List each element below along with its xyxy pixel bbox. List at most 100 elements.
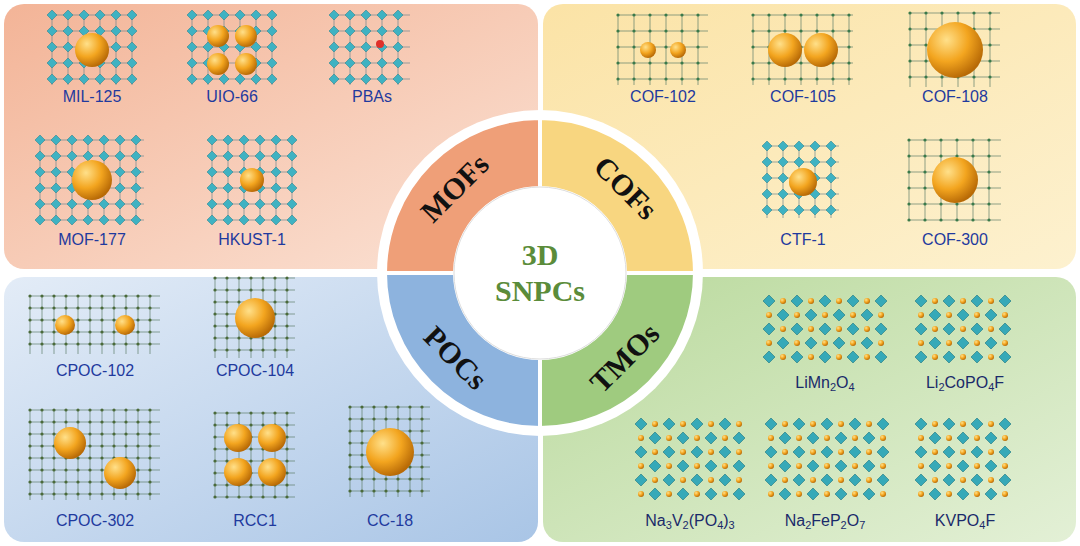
atom bbox=[838, 421, 844, 427]
metal-node bbox=[131, 199, 141, 209]
polyhedron bbox=[999, 351, 1011, 363]
metal-node bbox=[51, 199, 61, 209]
linker-atom bbox=[213, 348, 216, 351]
linker-atom bbox=[213, 447, 216, 450]
polyhedron bbox=[635, 446, 647, 458]
metal-node bbox=[63, 26, 73, 36]
framework-bond bbox=[30, 320, 160, 321]
linker-atom bbox=[148, 492, 151, 495]
metal-node bbox=[127, 26, 137, 36]
linker-atom bbox=[249, 495, 252, 498]
linker-atom bbox=[988, 11, 991, 14]
atom bbox=[960, 298, 966, 304]
atom bbox=[838, 449, 844, 455]
metal-node bbox=[219, 10, 229, 20]
polyhedron bbox=[805, 337, 817, 349]
linker-atom bbox=[76, 408, 79, 411]
linker-atom bbox=[213, 288, 216, 291]
linker-atom bbox=[28, 306, 31, 309]
linker-atom bbox=[972, 11, 975, 14]
metal-node bbox=[267, 58, 277, 68]
framework-bond bbox=[909, 140, 910, 220]
metal-node bbox=[239, 199, 249, 209]
metal-node bbox=[47, 10, 57, 20]
linker-atom bbox=[112, 294, 115, 297]
linker-atom bbox=[225, 495, 228, 498]
framework-bond bbox=[989, 140, 990, 220]
atom bbox=[836, 298, 842, 304]
linker-atom bbox=[136, 318, 139, 321]
linker-atom bbox=[971, 154, 974, 157]
linker-atom bbox=[696, 13, 699, 16]
polyhedron bbox=[765, 418, 777, 430]
pore-sphere bbox=[115, 315, 135, 335]
linker-atom bbox=[988, 75, 991, 78]
metal-node bbox=[794, 205, 804, 215]
atom bbox=[708, 421, 714, 427]
linker-atom bbox=[408, 429, 411, 432]
linker-atom bbox=[76, 342, 79, 345]
polyhedron bbox=[763, 351, 775, 363]
linker-atom bbox=[923, 138, 926, 141]
linker-atom bbox=[40, 408, 43, 411]
linker-atom bbox=[261, 483, 264, 486]
linker-atom bbox=[52, 480, 55, 483]
linker-atom bbox=[100, 432, 103, 435]
metal-node bbox=[99, 215, 109, 225]
linker-atom bbox=[632, 29, 635, 32]
linker-atom bbox=[76, 294, 79, 297]
polyhedron bbox=[649, 460, 661, 472]
linker-atom bbox=[348, 417, 351, 420]
linker-atom bbox=[847, 29, 850, 32]
polyhedron bbox=[957, 460, 969, 472]
metal-node bbox=[778, 189, 788, 199]
metal-node bbox=[131, 151, 141, 161]
polyhedron bbox=[915, 446, 927, 458]
metal-node bbox=[95, 74, 105, 84]
linker-atom bbox=[939, 218, 942, 221]
framework-bond bbox=[30, 344, 160, 345]
polyhedron bbox=[985, 488, 997, 500]
linker-atom bbox=[847, 61, 850, 64]
metal-node bbox=[187, 10, 197, 20]
linker-atom bbox=[420, 429, 423, 432]
linker-atom bbox=[261, 411, 264, 414]
linker-atom bbox=[907, 186, 910, 189]
linker-atom bbox=[348, 453, 351, 456]
linker-atom bbox=[237, 336, 240, 339]
linker-atom bbox=[225, 411, 228, 414]
linker-atom bbox=[924, 27, 927, 30]
linker-atom bbox=[348, 477, 351, 480]
polyhedron bbox=[719, 418, 731, 430]
framework-bond bbox=[30, 434, 160, 435]
linker-atom bbox=[420, 453, 423, 456]
linker-atom bbox=[908, 75, 911, 78]
linker-atom bbox=[799, 13, 802, 16]
linker-atom bbox=[213, 312, 216, 315]
linker-atom bbox=[88, 318, 91, 321]
atom bbox=[822, 340, 828, 346]
linker-atom bbox=[696, 61, 699, 64]
linker-atom bbox=[88, 420, 91, 423]
structure-illustration bbox=[907, 138, 1001, 221]
linker-atom bbox=[408, 405, 411, 408]
metal-node bbox=[219, 74, 229, 84]
linker-atom bbox=[64, 342, 67, 345]
linker-atom bbox=[100, 294, 103, 297]
structure-name: COF-300 bbox=[922, 231, 988, 249]
linker-atom bbox=[213, 435, 216, 438]
linker-atom bbox=[52, 408, 55, 411]
polyhedron bbox=[705, 488, 717, 500]
atom bbox=[974, 491, 980, 497]
linker-atom bbox=[28, 294, 31, 297]
metal-node bbox=[67, 199, 77, 209]
linker-atom bbox=[907, 138, 910, 141]
polyhedron bbox=[705, 432, 717, 444]
linker-atom bbox=[112, 330, 115, 333]
framework-bond bbox=[30, 446, 160, 447]
metal-node bbox=[127, 74, 137, 84]
linker-atom bbox=[40, 342, 43, 345]
framework-bond bbox=[666, 15, 667, 85]
atom bbox=[822, 312, 828, 318]
